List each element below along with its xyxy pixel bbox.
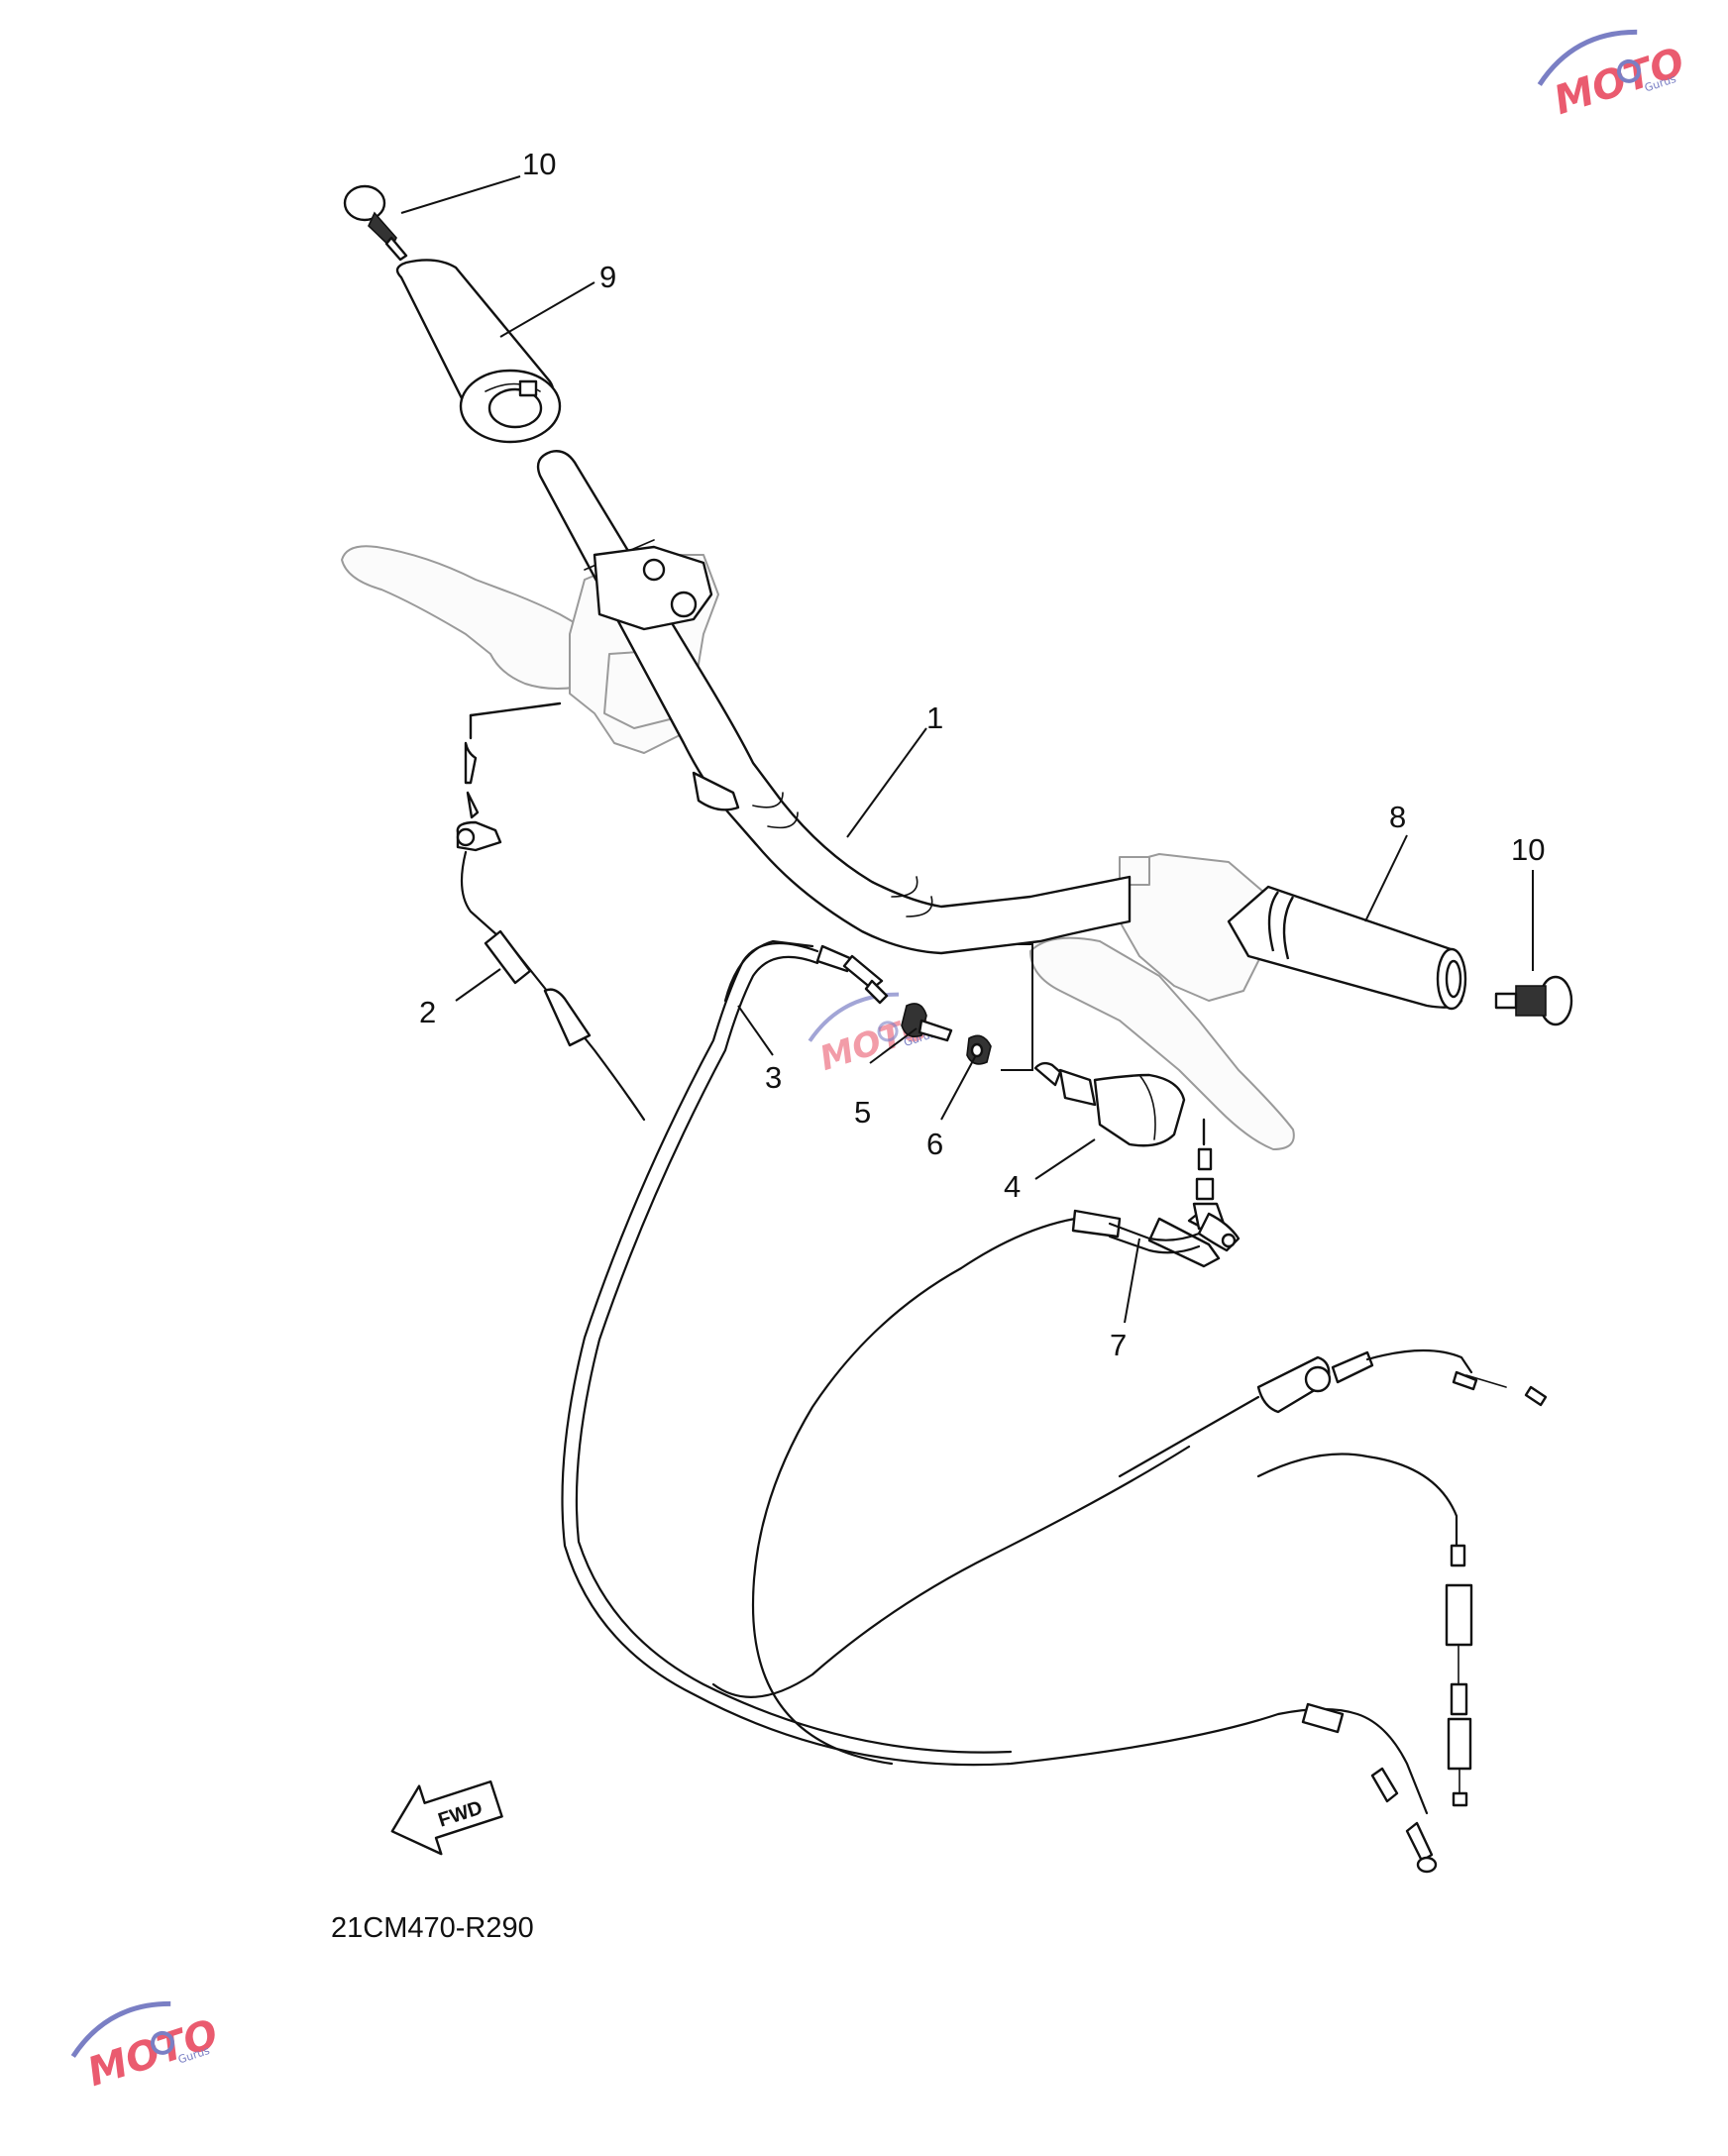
adjuster-bolt (901, 1003, 953, 1042)
locknut (966, 1034, 992, 1065)
callout-4: 4 (1004, 1169, 1021, 1204)
bar-end-right (1494, 975, 1573, 1026)
callout-10-left: 10 (522, 147, 556, 181)
gear-icon (877, 1021, 899, 1042)
callout-3: 3 (765, 1060, 782, 1095)
clutch-cable (456, 701, 646, 1122)
left-switch-housing (593, 545, 740, 811)
gear-icon (1617, 58, 1642, 83)
callouts: 10 9 1 8 10 2 3 5 6 4 7 (419, 147, 1545, 1362)
right-grip (1227, 885, 1467, 1011)
part-number-label: 21CM470-R290 (331, 1912, 534, 1944)
bracket-line (1001, 943, 1033, 1071)
watermark-bottom-left: MOTO Gurus (70, 2000, 224, 2096)
callout-10-right: 10 (1511, 832, 1545, 867)
watermark-top-right: MOTO Gurus (1537, 29, 1690, 124)
right-lever-assembly-ghost (1029, 853, 1295, 1150)
cable-boot (1033, 1061, 1186, 1147)
throttle-cable-lever-end (1108, 1118, 1241, 1254)
callout-leaders (400, 175, 1534, 1324)
callout-2: 2 (419, 995, 436, 1029)
bar-end-left (343, 184, 408, 262)
callout-6: 6 (926, 1127, 943, 1161)
throttle-cable-upper-bend (723, 939, 814, 1003)
gear-icon (151, 2030, 175, 2055)
callout-5: 5 (854, 1095, 871, 1130)
callout-9: 9 (599, 260, 616, 294)
fwd-arrow: FWD (390, 1779, 503, 1856)
callout-8: 8 (1389, 800, 1406, 834)
left-grip (395, 259, 562, 444)
callout-7: 7 (1110, 1328, 1127, 1362)
callout-1: 1 (926, 701, 943, 735)
throttle-cable-pull (561, 941, 1438, 1874)
